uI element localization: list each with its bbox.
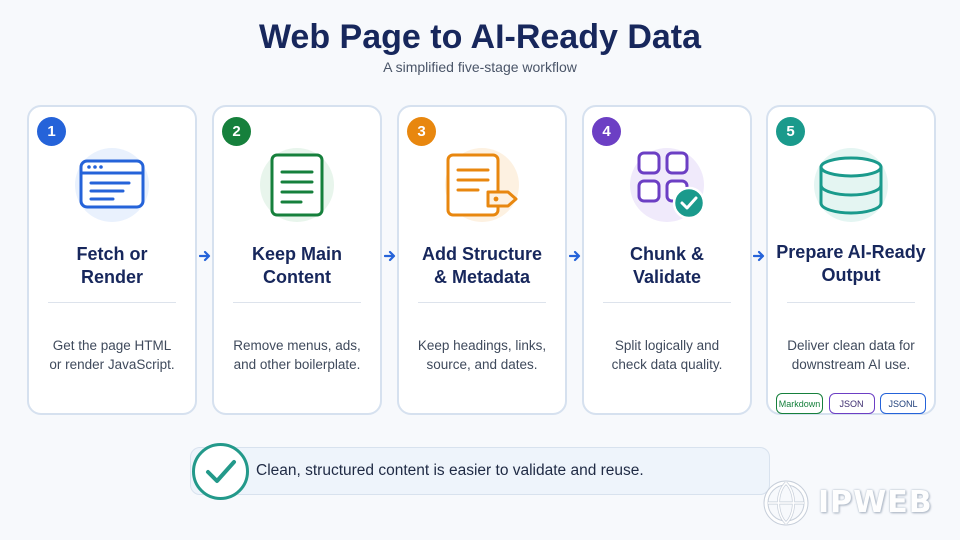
stage-card-chunk-validate: 4 Chunk & Validate Split logically and c…	[582, 105, 752, 415]
stage-number-badge: 5	[776, 117, 805, 146]
stage-title: Prepare AI-Ready Output	[776, 242, 926, 285]
callout-box	[190, 447, 770, 495]
ipweb-logo-mark-icon	[763, 480, 809, 525]
stage-title: Fetch or Render	[76, 244, 148, 287]
stage-description: Remove menus, ads, and other boilerplate…	[233, 338, 361, 372]
stage-card-add-structure: 3 Add Structure & Metadata Keep headings…	[397, 105, 567, 415]
stage-number-badge: 4	[592, 117, 621, 146]
stage-number-badge: 2	[222, 117, 251, 146]
divider	[787, 302, 915, 303]
stage-description: Get the page HTML or render JavaScript.	[49, 338, 175, 372]
page-subtitle: A simplified five-stage workflow	[383, 59, 577, 75]
database-cylinder-icon	[803, 145, 899, 225]
stage-description: Keep headings, links, source, and dates.	[417, 338, 547, 372]
grid-check-icon	[619, 145, 715, 225]
stage-card-fetch: 1 Fetch or Render Get the page HTML or r…	[27, 105, 197, 415]
arrow-right-icon	[199, 250, 211, 262]
callout-text: Clean, structured content is easier to v…	[256, 462, 644, 479]
divider	[603, 302, 731, 303]
stage-description: Split logically and check data quality.	[611, 338, 723, 372]
ipweb-logo: IPWEB	[760, 475, 950, 530]
check-circle-icon	[192, 443, 249, 500]
stage-number-badge: 1	[37, 117, 66, 146]
document-icon	[249, 145, 345, 225]
stage-title: Add Structure & Metadata	[421, 244, 542, 287]
format-tag-jsonl: JSONL	[880, 393, 926, 414]
stage-card-prepare-output: 5 Prepare AI-Ready Output Deliver clean …	[766, 105, 936, 415]
page-title: Web Page to AI-Ready Data	[258, 18, 702, 56]
format-tag-json: JSON	[828, 393, 875, 414]
arrow-right-icon	[753, 250, 765, 262]
format-tags: Markdown JSON JSONL	[776, 393, 926, 414]
arrow-right-icon	[384, 250, 396, 262]
arrow-right-icon	[569, 250, 581, 262]
browser-window-icon	[64, 145, 160, 225]
stage-description: Deliver clean data for downstream AI use…	[787, 338, 915, 372]
tagged-document-icon	[434, 145, 530, 225]
stage-card-keep-main: 2 Keep Main Content Remove menus, ads, a…	[212, 105, 382, 415]
logo-text: IPWEB	[818, 485, 933, 520]
divider	[418, 302, 546, 303]
stage-title: Keep Main Content	[251, 244, 343, 287]
format-tag-markdown: Markdown	[776, 393, 823, 414]
divider	[48, 302, 176, 303]
stage-title: Chunk & Validate	[630, 244, 704, 287]
stage-number-badge: 3	[407, 117, 436, 146]
divider	[233, 302, 361, 303]
